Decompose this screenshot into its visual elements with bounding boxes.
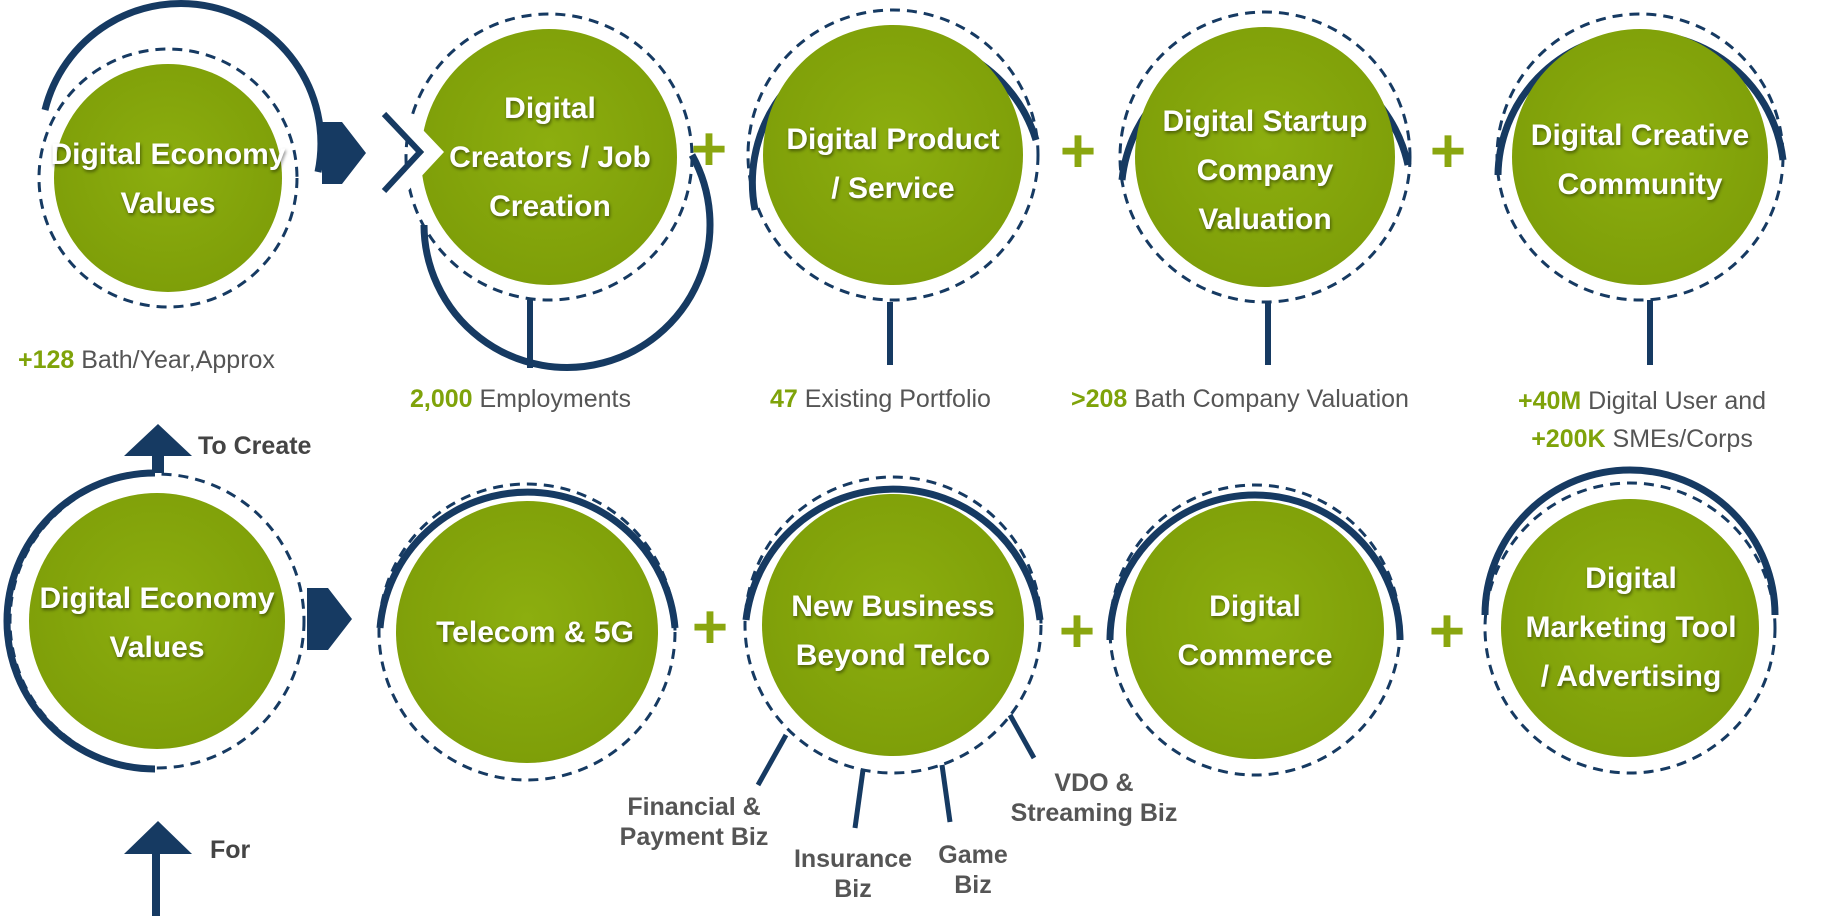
- circle-label-bottom-2: Telecom & 5G: [436, 616, 634, 649]
- stat-digital-users: +40M Digital User and +200K SMEs/Corps: [1518, 382, 1766, 458]
- circle-label-bottom-4: Digital Commerce: [1177, 589, 1333, 672]
- biz-game: Game Biz: [938, 841, 1008, 899]
- stat-text: Digital User and: [1581, 387, 1767, 415]
- stat-text: Bath/Year,Approx: [74, 346, 275, 374]
- stat-text: Employments: [472, 385, 631, 413]
- plus-sign-4: +: [692, 593, 728, 662]
- stat-value: +40M: [1518, 387, 1582, 415]
- for-label: For: [210, 836, 251, 864]
- stat-valuation: >208 Bath Company Valuation: [1071, 385, 1409, 414]
- circle-digital-commerce: [1106, 483, 1404, 777]
- circle-label-bottom-3: New Business Beyond Telco: [791, 589, 995, 672]
- arrow-up-for: [124, 821, 192, 916]
- circle-label-top-5: Digital Creative Community: [1530, 119, 1750, 201]
- stat-line-1: +40M Digital User and: [1518, 382, 1766, 420]
- circle-digital-product: [746, 8, 1040, 365]
- circle-digital-economy-values-bottom: [3, 424, 306, 773]
- stat-portfolio: 47 Existing Portfolio: [770, 385, 991, 414]
- circle-label-bottom-1: Digital Economy Values: [39, 581, 275, 664]
- stat-employments: 2,000 Employments: [410, 385, 631, 414]
- circle-digital-marketing: [1481, 466, 1779, 775]
- circle-label-top-4: Digital Startup Company Valuation: [1162, 104, 1368, 236]
- circle-digital-economy-values-top: [37, 0, 325, 309]
- circle-telecom-5g: [376, 482, 679, 782]
- circle-digital-creative-community: [1494, 12, 1787, 365]
- circle-label-top-3: Digital Product / Service: [786, 123, 1000, 205]
- stat-value: +128: [18, 346, 75, 374]
- stat-line-2: +200K SMEs/Corps: [1518, 420, 1766, 458]
- stat-text: Existing Portfolio: [797, 385, 991, 413]
- biz-insurance: Insurance Biz: [793, 845, 913, 903]
- circle-digital-startup: [1118, 10, 1412, 365]
- circle-label-top-2: Digital Creators / Job Creation: [449, 92, 651, 223]
- stat-value: >208: [1071, 385, 1128, 413]
- circle-label-bottom-5: Digital Marketing Tool / Advertising: [1525, 561, 1737, 693]
- circle-new-business: [742, 475, 1044, 829]
- plus-sign-3: +: [1430, 117, 1466, 186]
- stat-value: 47: [770, 385, 798, 413]
- to-create-label: To Create: [198, 432, 312, 460]
- circle-digital-creators: [381, 12, 714, 371]
- circle-label-top-1: Digital Economy Values: [50, 138, 286, 220]
- plus-sign-6: +: [1429, 597, 1465, 666]
- plus-sign-1: +: [691, 115, 727, 184]
- stat-value-2: +200K: [1531, 425, 1606, 453]
- stat-economy-values: +128 Bath/Year,Approx: [18, 346, 275, 375]
- plus-sign-5: +: [1059, 597, 1095, 666]
- biz-financial-payment: Financial & Payment Biz: [619, 793, 769, 851]
- plus-sign-2: +: [1060, 117, 1096, 186]
- stat-value: 2,000: [410, 385, 473, 413]
- stat-text-2: SMEs/Corps: [1605, 425, 1753, 453]
- biz-vdo-streaming: VDO & Streaming Biz: [1010, 769, 1178, 827]
- arrow-right-top: [322, 122, 366, 184]
- arrow-right-bottom: [307, 588, 352, 650]
- stat-text: Bath Company Valuation: [1127, 385, 1409, 413]
